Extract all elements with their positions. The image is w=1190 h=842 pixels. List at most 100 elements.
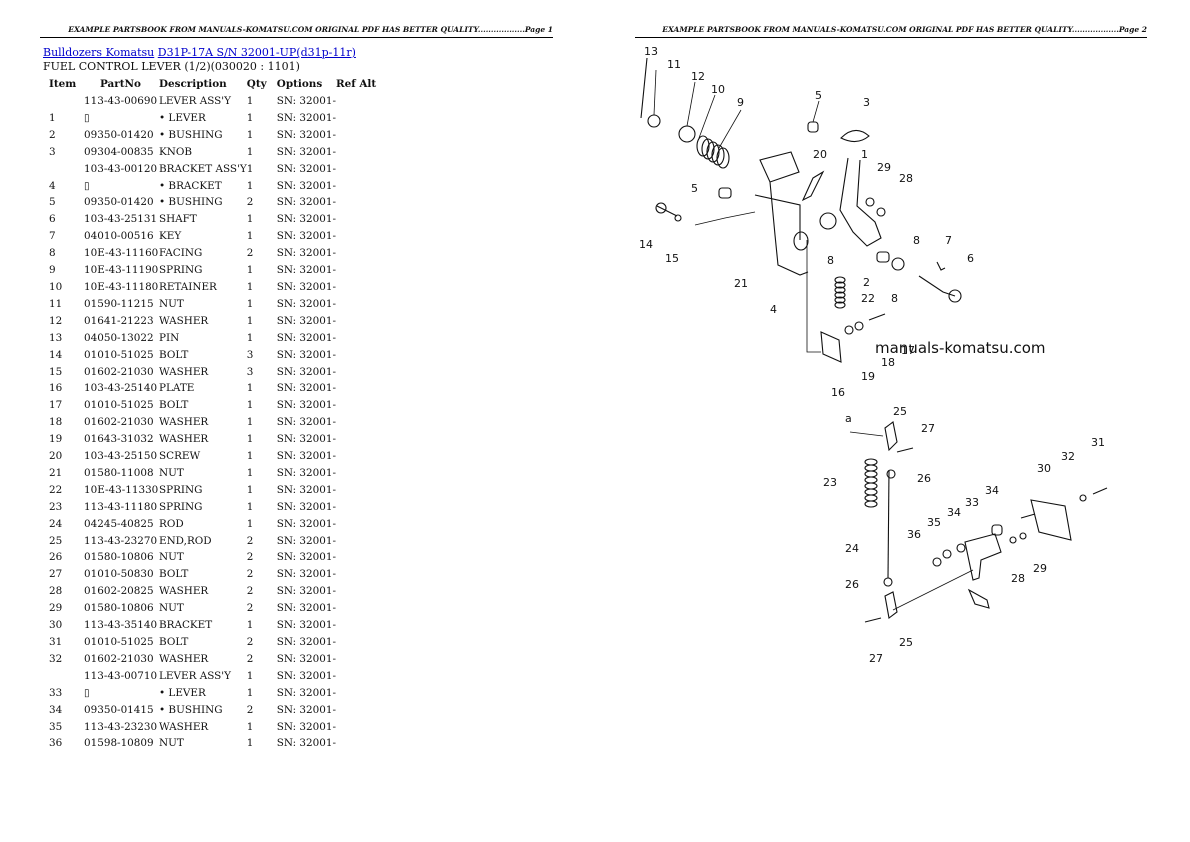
cell-options: SN: 32001-	[276, 652, 336, 665]
cell-ref-alt	[336, 549, 386, 566]
cell-qty: 1	[246, 483, 254, 496]
cell-qty: 1	[246, 500, 254, 513]
cell-qty: 1	[246, 213, 254, 226]
cell-ref-alt	[336, 448, 386, 465]
cell-qty: 2	[246, 196, 254, 209]
cell-description: • BUSHING	[159, 703, 223, 716]
pin-13-leader	[640, 57, 648, 119]
cell-options: SN: 32001-	[276, 196, 336, 209]
cell-ref-alt	[336, 347, 386, 364]
callout-18: 18	[881, 356, 895, 369]
cell-options: SN: 32001-	[276, 433, 336, 446]
cell-item: 23	[49, 500, 63, 513]
cell-ref-alt	[336, 651, 386, 668]
cell-options: SN: 32001-	[276, 247, 336, 260]
cell-description: NUT	[159, 297, 184, 310]
spring-9-shape	[696, 135, 730, 169]
breadcrumb-link-model[interactable]: D31P-17A S/N 32001-UP(d31p-11r)	[157, 46, 356, 59]
callout-10: 10	[711, 83, 725, 96]
cell-options: SN: 32001-	[276, 450, 336, 463]
cell-qty: 1	[246, 230, 254, 243]
cell-options: SN: 32001-	[276, 264, 336, 277]
bushing-5b-shape	[807, 121, 819, 133]
callout-5: 5	[815, 89, 822, 102]
cell-ref-alt	[336, 583, 386, 600]
cell-partno: 103-43-00120	[84, 162, 158, 175]
plate-16-shape	[820, 331, 842, 363]
cell-options: SN: 32001-	[276, 585, 336, 598]
cell-description: WASHER	[159, 433, 209, 446]
cell-partno: 10E-43-11190	[84, 264, 159, 277]
cell-qty: 1	[246, 264, 254, 277]
page-2: EXAMPLE PARTSBOOK FROM MANUALS-KOMATSU.C…	[595, 0, 1190, 842]
cell-ref-alt	[336, 702, 386, 719]
cell-options: SN: 32001-	[276, 669, 336, 682]
callout-21: 21	[734, 277, 748, 290]
cell-partno: 01602-21030	[84, 365, 154, 378]
bushing-2-shape	[876, 251, 890, 263]
facing-8-shape	[819, 212, 837, 230]
cell-description: BOLT	[159, 399, 189, 412]
cell-partno: 01598-10809	[84, 737, 154, 750]
cell-description: FACING	[159, 247, 203, 260]
cell-partno: 04010-00516	[84, 230, 154, 243]
callout-23: 23	[823, 476, 837, 489]
cell-ref-alt	[336, 685, 386, 702]
cell-qty: 1	[246, 331, 254, 344]
cell-description: BRACKET	[159, 619, 213, 632]
cell-options: SN: 32001-	[276, 500, 336, 513]
cell-ref-alt	[336, 397, 386, 414]
cell-ref-alt	[336, 228, 386, 245]
page-1: EXAMPLE PARTSBOOK FROM MANUALS-KOMATSU.C…	[40, 25, 553, 750]
cell-item: 14	[49, 348, 63, 361]
cell-item: 2	[49, 128, 56, 141]
column-header-description: Description	[159, 78, 227, 90]
cell-item: 15	[49, 365, 63, 378]
cell-qty: 1	[246, 280, 254, 293]
cell-qty: 2	[246, 551, 254, 564]
cell-qty: 1	[246, 399, 254, 412]
rod-24-shape	[887, 469, 890, 579]
cell-options: SN: 32001-	[276, 619, 336, 632]
cell-description: WASHER	[159, 652, 209, 665]
breadcrumb-link-bulldozers[interactable]: Bulldozers Komatsu	[43, 46, 155, 59]
cell-item: 28	[49, 585, 63, 598]
cell-options: SN: 32001-	[276, 737, 336, 750]
cell-description: NUT	[159, 602, 184, 615]
callout-a: a	[845, 412, 852, 425]
cell-ref-alt	[336, 313, 386, 330]
cell-partno: 10E-43-11330	[84, 483, 159, 496]
cell-item: 31	[49, 636, 63, 648]
callout-7: 7	[945, 234, 952, 247]
cell-partno: 01580-10806	[84, 551, 154, 564]
cell-description: NUT	[159, 551, 184, 564]
cell-partno: 10E-43-11180	[84, 280, 159, 293]
cell-qty: 2	[246, 247, 254, 260]
spring-22-shape	[834, 276, 846, 309]
cell-partno: 113-43-00710	[84, 669, 158, 682]
cell-qty: 1	[246, 517, 254, 530]
callout-2: 2	[863, 276, 870, 289]
cell-partno: 01641-21223	[84, 314, 154, 327]
callout-17: 17	[901, 344, 915, 357]
watermark-text: manuals-komatsu.com	[875, 339, 1046, 357]
cell-options: SN: 32001-	[276, 213, 336, 226]
cell-qty: 1	[246, 737, 254, 750]
callout-4: 4	[770, 303, 777, 316]
cell-item: 18	[49, 416, 63, 429]
callout-35: 35	[927, 516, 941, 529]
